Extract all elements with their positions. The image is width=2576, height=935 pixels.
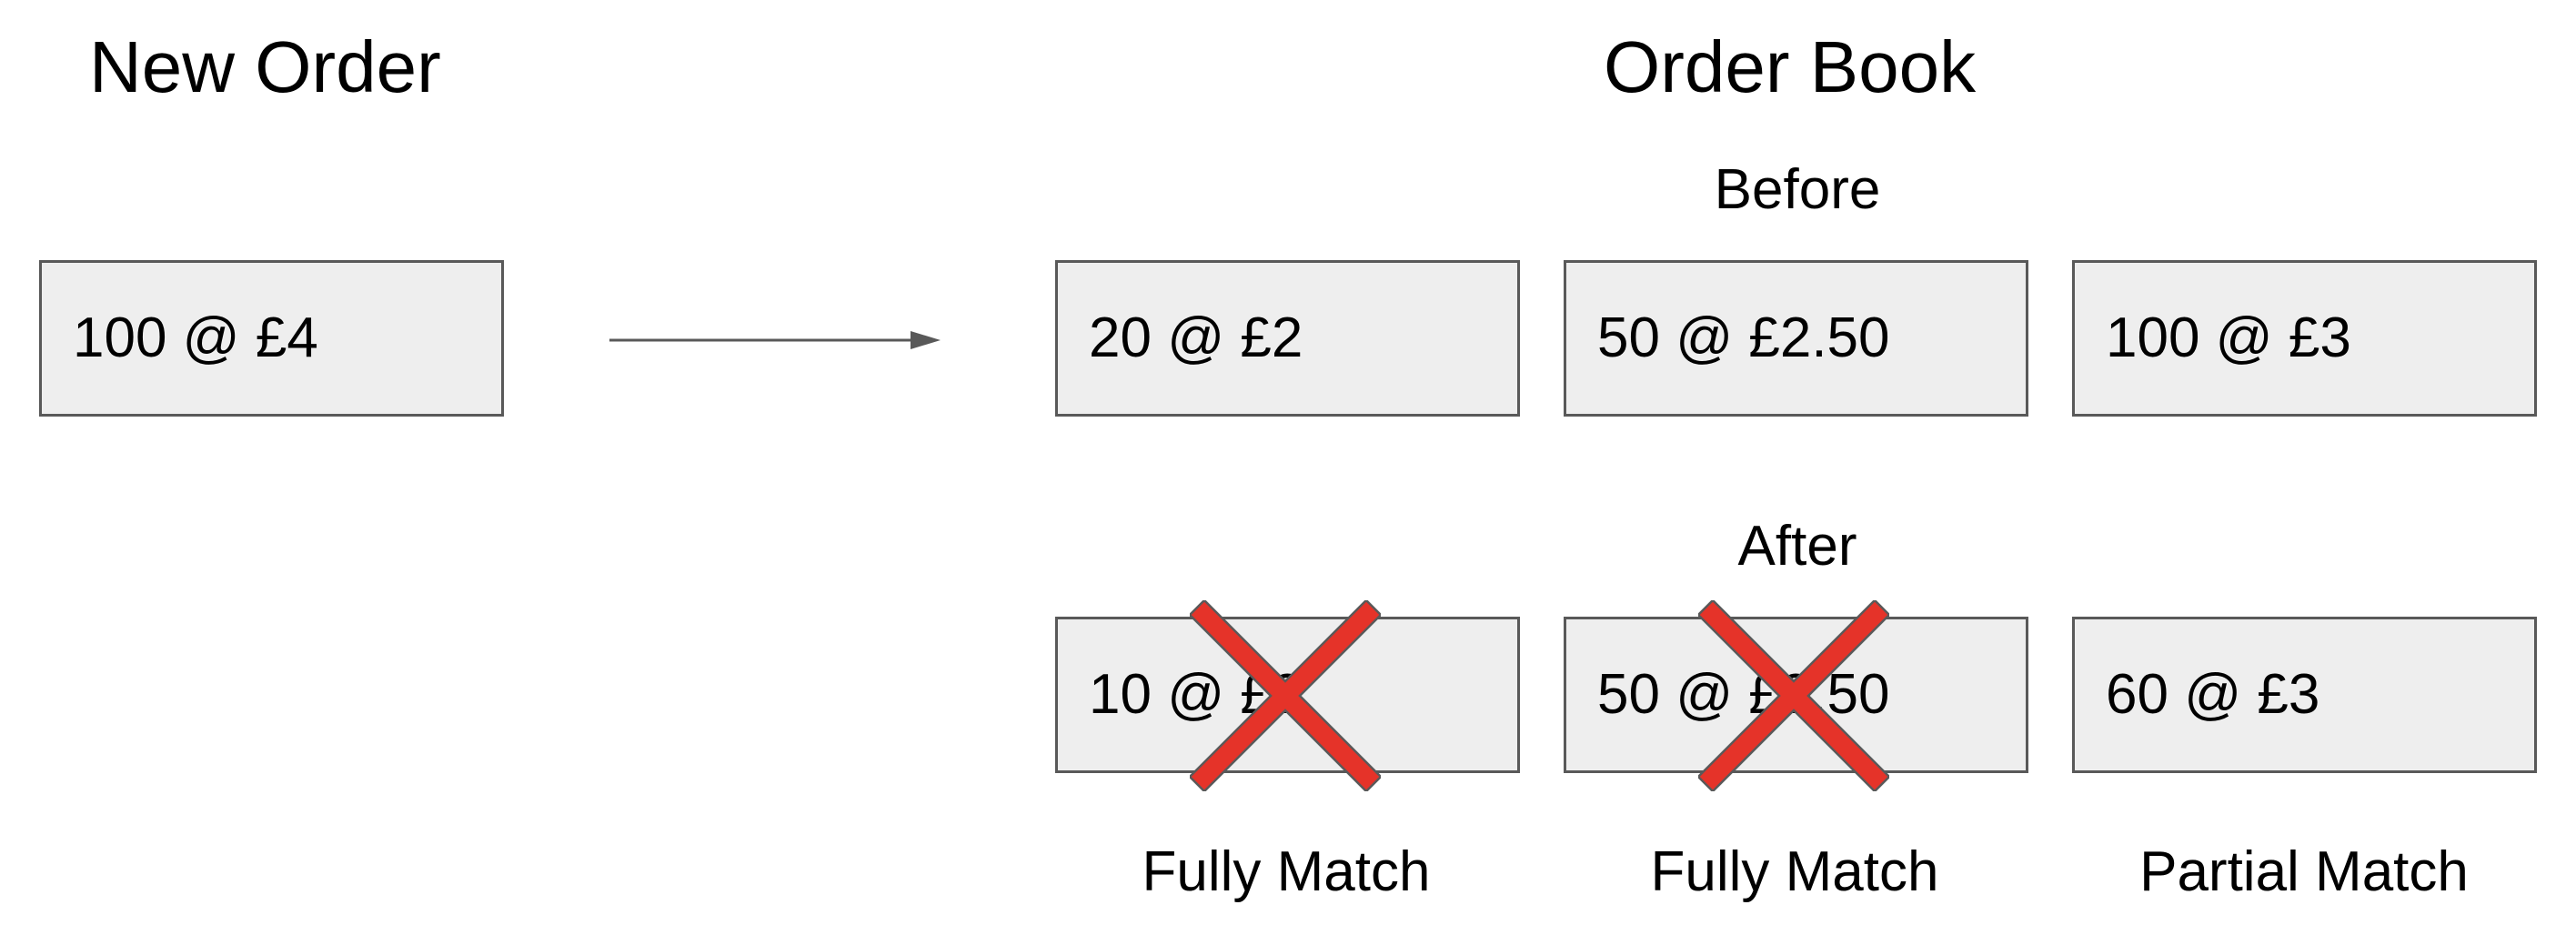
before-order-text: 50 @ £2.50 xyxy=(1597,307,1890,369)
before-label: Before xyxy=(1714,158,1881,221)
order-book-heading: Order Book xyxy=(1604,26,1977,107)
after-label: After xyxy=(1737,515,1857,578)
before-order-box: 50 @ £2.50 xyxy=(1564,260,2028,417)
before-order-text: 20 @ £2 xyxy=(1089,307,1303,369)
after-order-text: 60 @ £3 xyxy=(2106,663,2320,726)
arrow-right-icon xyxy=(608,327,944,354)
match-label: Fully Match xyxy=(1142,840,1431,903)
before-order-box: 20 @ £2 xyxy=(1055,260,1520,417)
after-order-box: 60 @ £3 xyxy=(2072,617,2537,773)
new-order-box: 100 @ £4 xyxy=(39,260,504,417)
new-order-heading: New Order xyxy=(89,26,441,107)
before-order-text: 100 @ £3 xyxy=(2106,307,2351,369)
after-order-text: 50 @ £2.50 xyxy=(1597,663,1890,726)
before-order-box: 100 @ £3 xyxy=(2072,260,2537,417)
match-label: Fully Match xyxy=(1650,840,1939,903)
match-label: Partial Match xyxy=(2139,840,2469,903)
new-order-text: 100 @ £4 xyxy=(73,307,318,369)
cross-icon xyxy=(1190,600,1381,791)
cross-icon xyxy=(1698,600,1889,791)
